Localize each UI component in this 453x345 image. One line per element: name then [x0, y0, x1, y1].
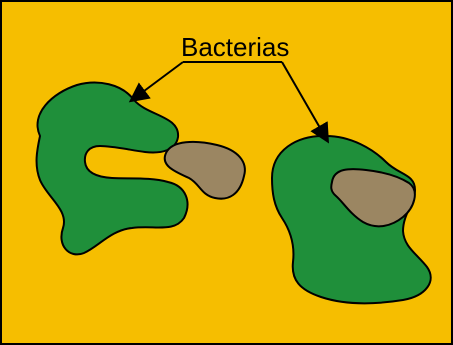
bacterias-label: Bacterias [181, 32, 289, 62]
